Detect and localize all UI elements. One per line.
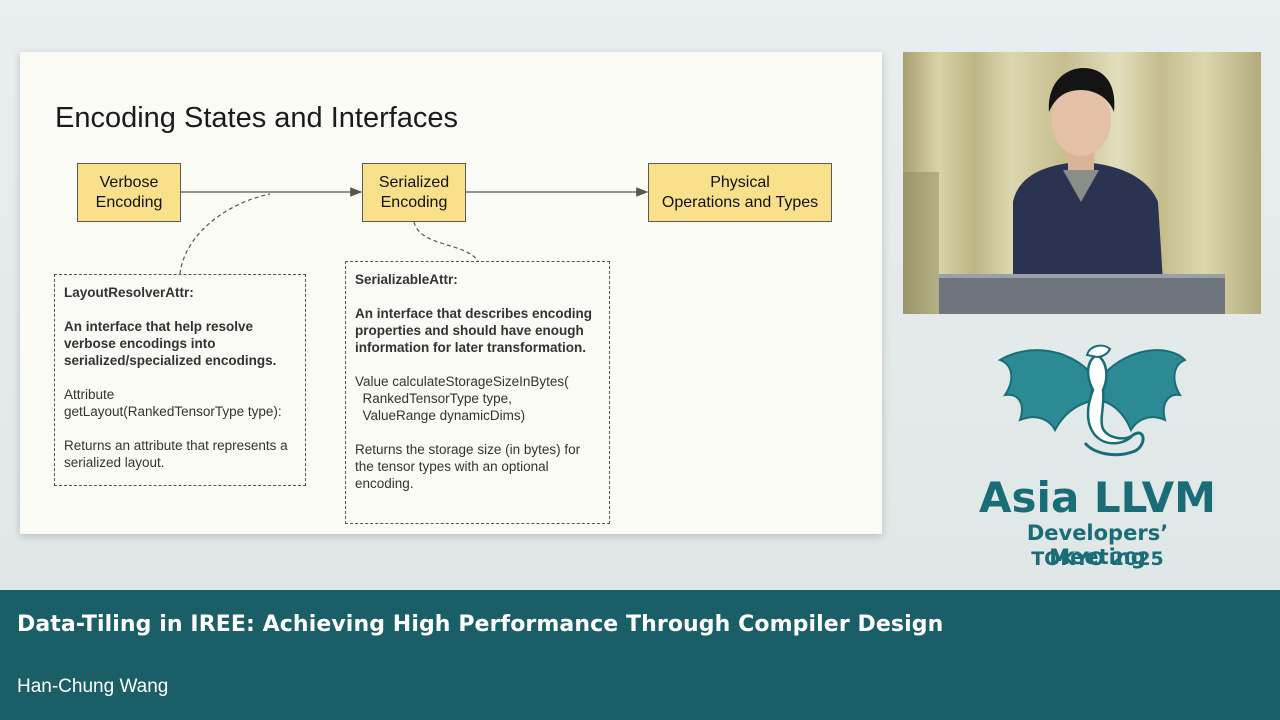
serializable-signature: Value calculateStorageSizeInBytes( Ranke…	[355, 374, 569, 423]
slide: Encoding States and Interfaces Verbose E…	[20, 52, 882, 534]
layout-resolver-signature: Attribute getLayout(RankedTensorType typ…	[64, 387, 282, 419]
serializable-heading: SerializableAttr:	[355, 272, 458, 287]
node-serialized-encoding: Serialized Encoding	[362, 163, 466, 222]
conference-branding: Asia LLVM Developers’ Meeting TOKYO 2025	[975, 335, 1220, 575]
layout-resolver-heading: LayoutResolverAttr:	[64, 285, 194, 300]
slide-title: Encoding States and Interfaces	[55, 102, 459, 134]
speaker-illustration	[903, 68, 1225, 314]
node-physical-label: Physical Operations and Types	[661, 173, 819, 211]
node-verbose-label: Verbose Encoding	[95, 173, 163, 211]
connector-layout-resolver	[179, 193, 271, 275]
layout-resolver-box: LayoutResolverAttr: An interface that he…	[54, 274, 306, 486]
serializable-summary: An interface that describes encoding pro…	[355, 306, 596, 355]
node-physical-operations: Physical Operations and Types	[648, 163, 832, 222]
speaker-video	[903, 52, 1261, 314]
connector-serializable	[413, 221, 479, 262]
layout-resolver-returns: Returns an attribute that represents a s…	[64, 438, 292, 470]
dragon-logo-icon	[997, 344, 1187, 457]
talk-title: Data-Tiling in IREE: Achieving High Perf…	[17, 612, 944, 637]
layout-resolver-summary: An interface that help resolve verbose e…	[64, 319, 277, 368]
lower-third-banner: Data-Tiling in IREE: Achieving High Perf…	[0, 590, 1280, 720]
node-verbose-encoding: Verbose Encoding	[77, 163, 181, 222]
node-serialized-label: Serialized Encoding	[378, 173, 450, 211]
brand-line-2: Developers’ Meeting	[1026, 521, 1169, 569]
serializable-box: SerializableAttr: An interface that desc…	[345, 261, 610, 524]
brand-line-1: Asia LLVM	[979, 473, 1216, 522]
brand-line-3: TOKYO 2025	[1031, 548, 1164, 570]
diagram-connectors	[179, 187, 649, 275]
speaker-name: Han-Chung Wang	[17, 676, 169, 697]
serializable-returns: Returns the storage size (in bytes) for …	[355, 442, 584, 491]
